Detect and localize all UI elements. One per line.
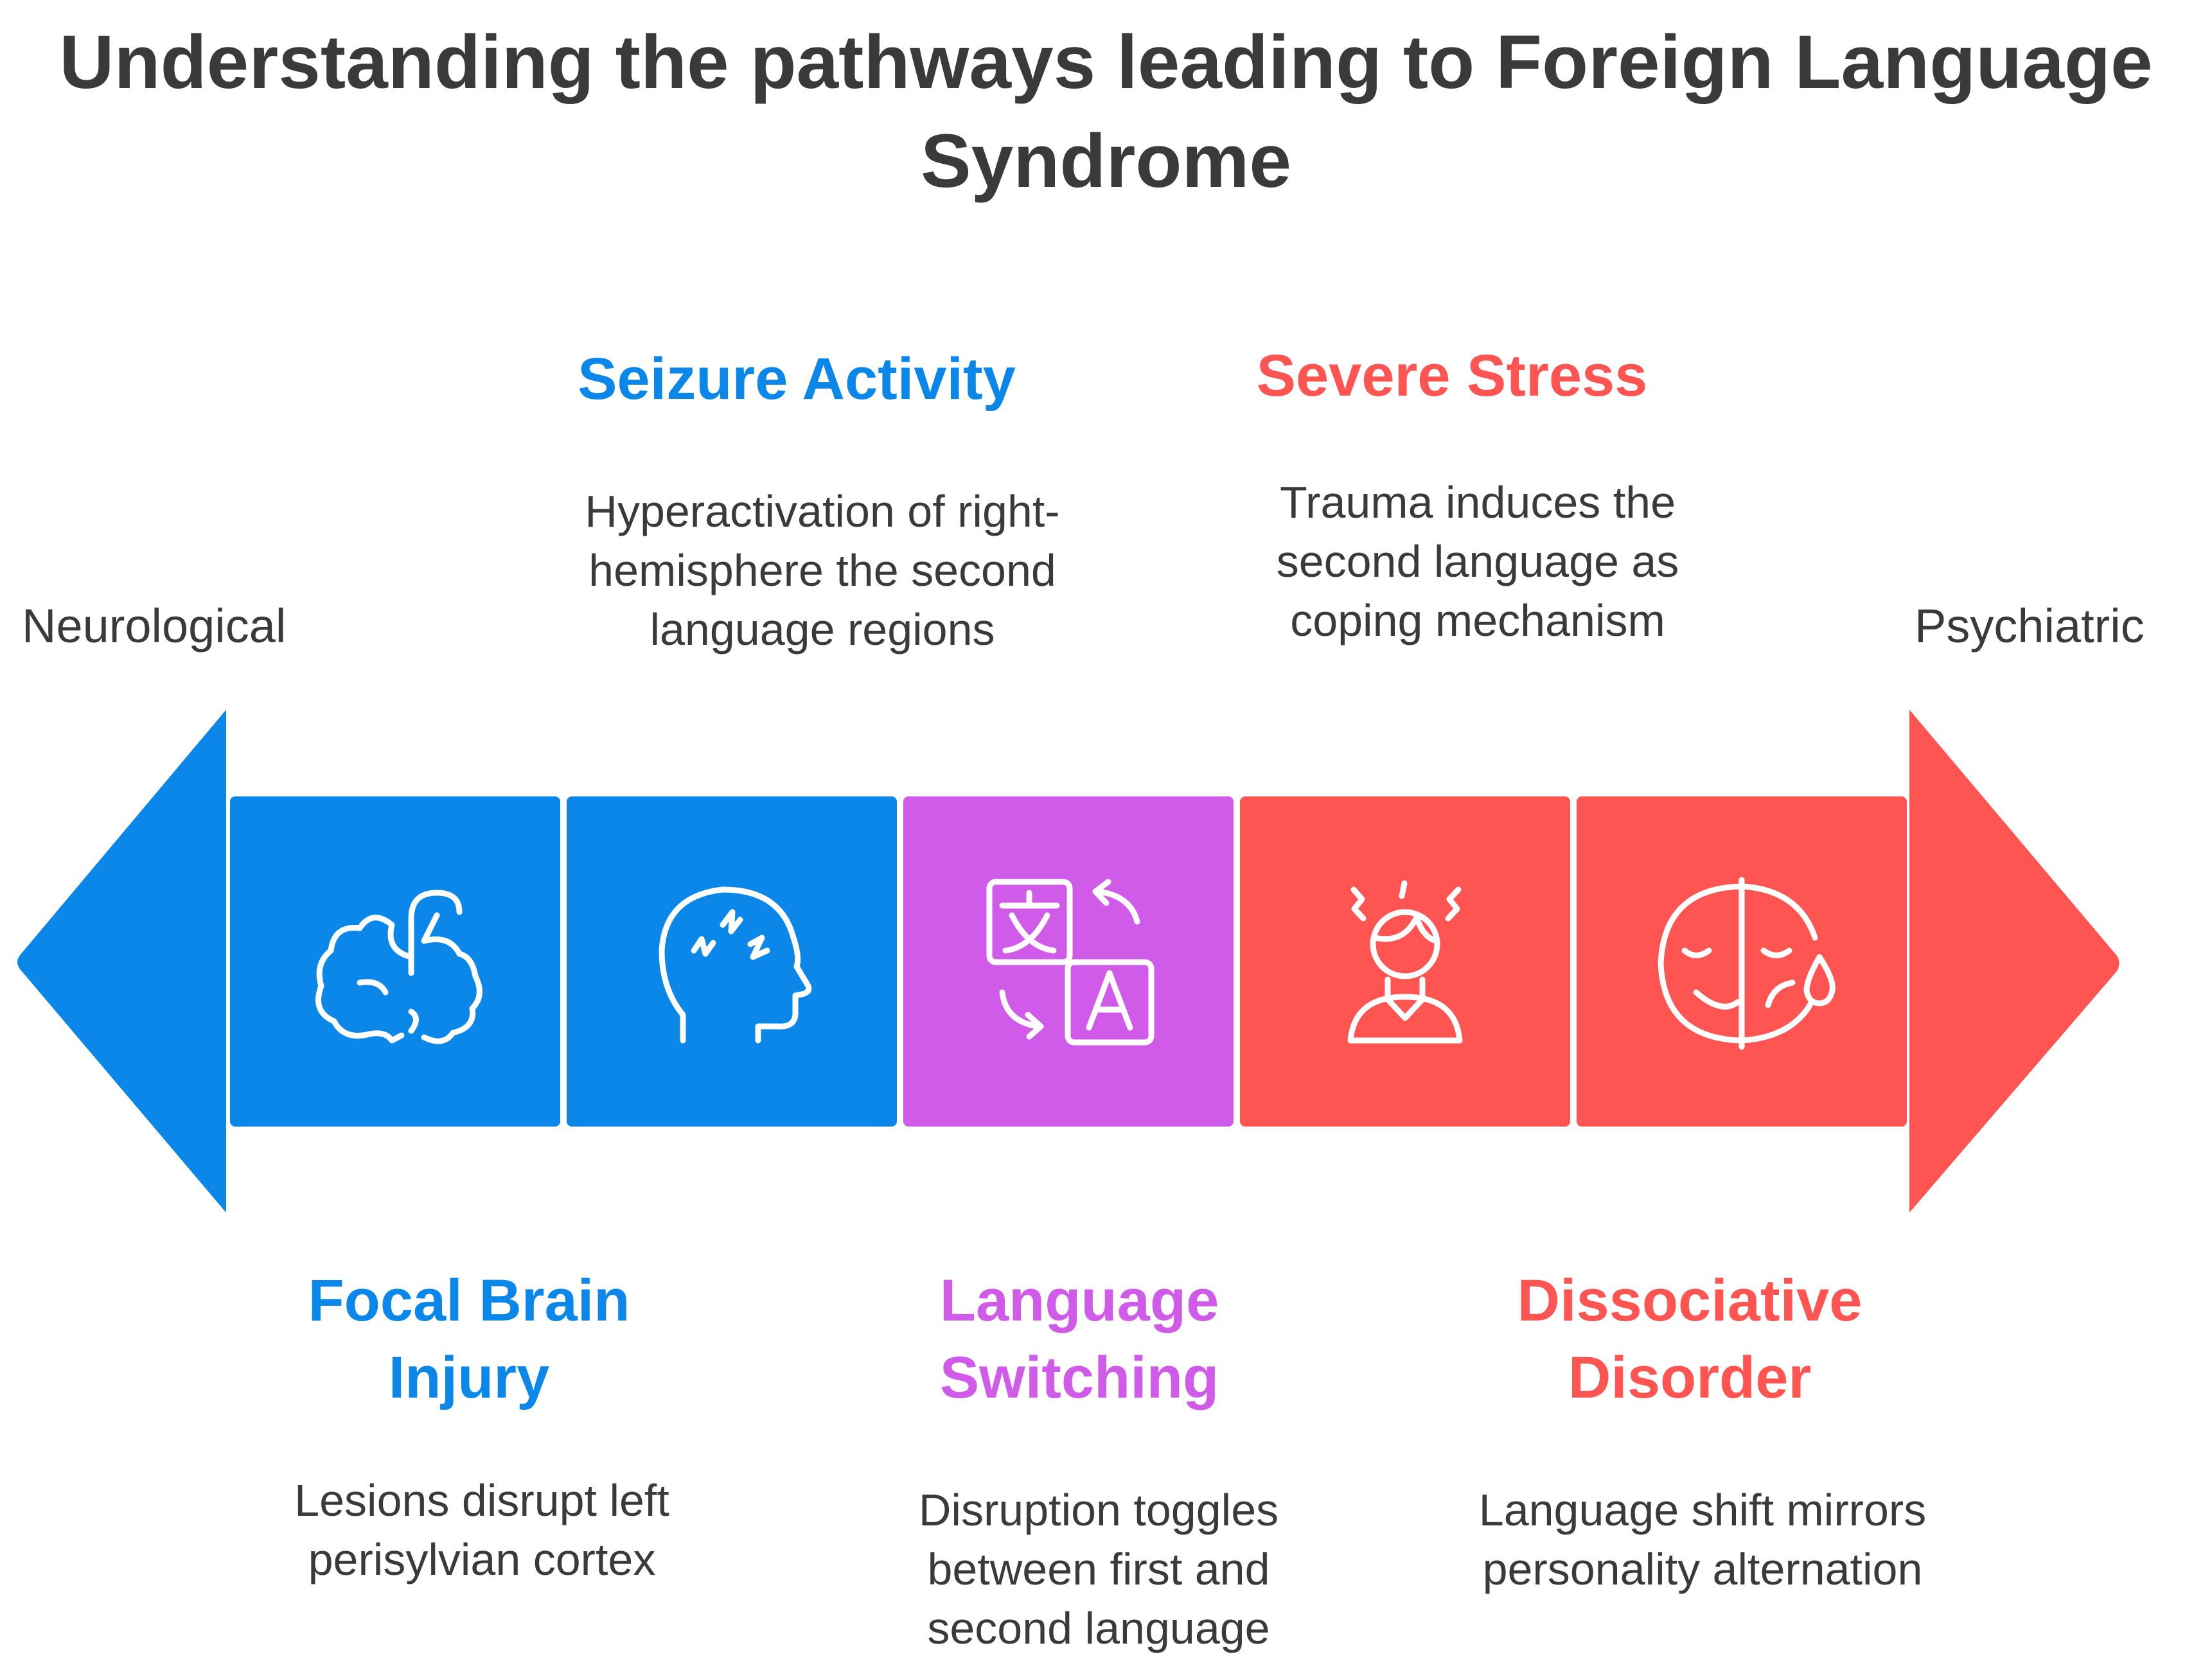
head-seizure-icon <box>659 886 812 1044</box>
desc-dissociative-disorder: Language shift mirrors personality alter… <box>1478 1485 1927 1594</box>
desc-seizure-activity: Hyperactivation of right-hemisphere the … <box>585 486 1060 654</box>
translate-icon <box>986 879 1155 1046</box>
left-arrowhead <box>17 710 226 1213</box>
segment-seizure-activity <box>567 796 897 1127</box>
half-sad-face-icon <box>1658 877 1836 1050</box>
left-end-label: Neurological <box>22 599 287 653</box>
heading-seizure-activity: Seizure Activity <box>578 346 1016 412</box>
desc-severe-stress: Trauma induces the second language as co… <box>1276 477 1679 645</box>
segment-severe-stress <box>1240 796 1570 1127</box>
right-end-label: Psychiatric <box>1915 599 2145 653</box>
stressed-person-icon <box>1347 880 1463 1044</box>
desc-language-switching: Disruption toggles between first and sec… <box>918 1485 1279 1653</box>
segment-focal-brain-injury <box>230 796 560 1127</box>
desc-focal-brain-injury: Lesions disrupt left perisylvian cortex <box>294 1475 669 1585</box>
heading-language-switching: Language Switching <box>939 1268 1219 1410</box>
heading-severe-stress: Severe Stress <box>1256 343 1648 408</box>
brain-icon <box>315 890 482 1044</box>
page-title: Understanding the pathways leading to Fo… <box>59 20 2153 204</box>
heading-focal-brain-injury: Focal Brain Injury <box>308 1268 630 1410</box>
right-arrowhead <box>1909 710 2119 1213</box>
heading-dissociative-disorder: Dissociative Disorder <box>1517 1268 1863 1410</box>
